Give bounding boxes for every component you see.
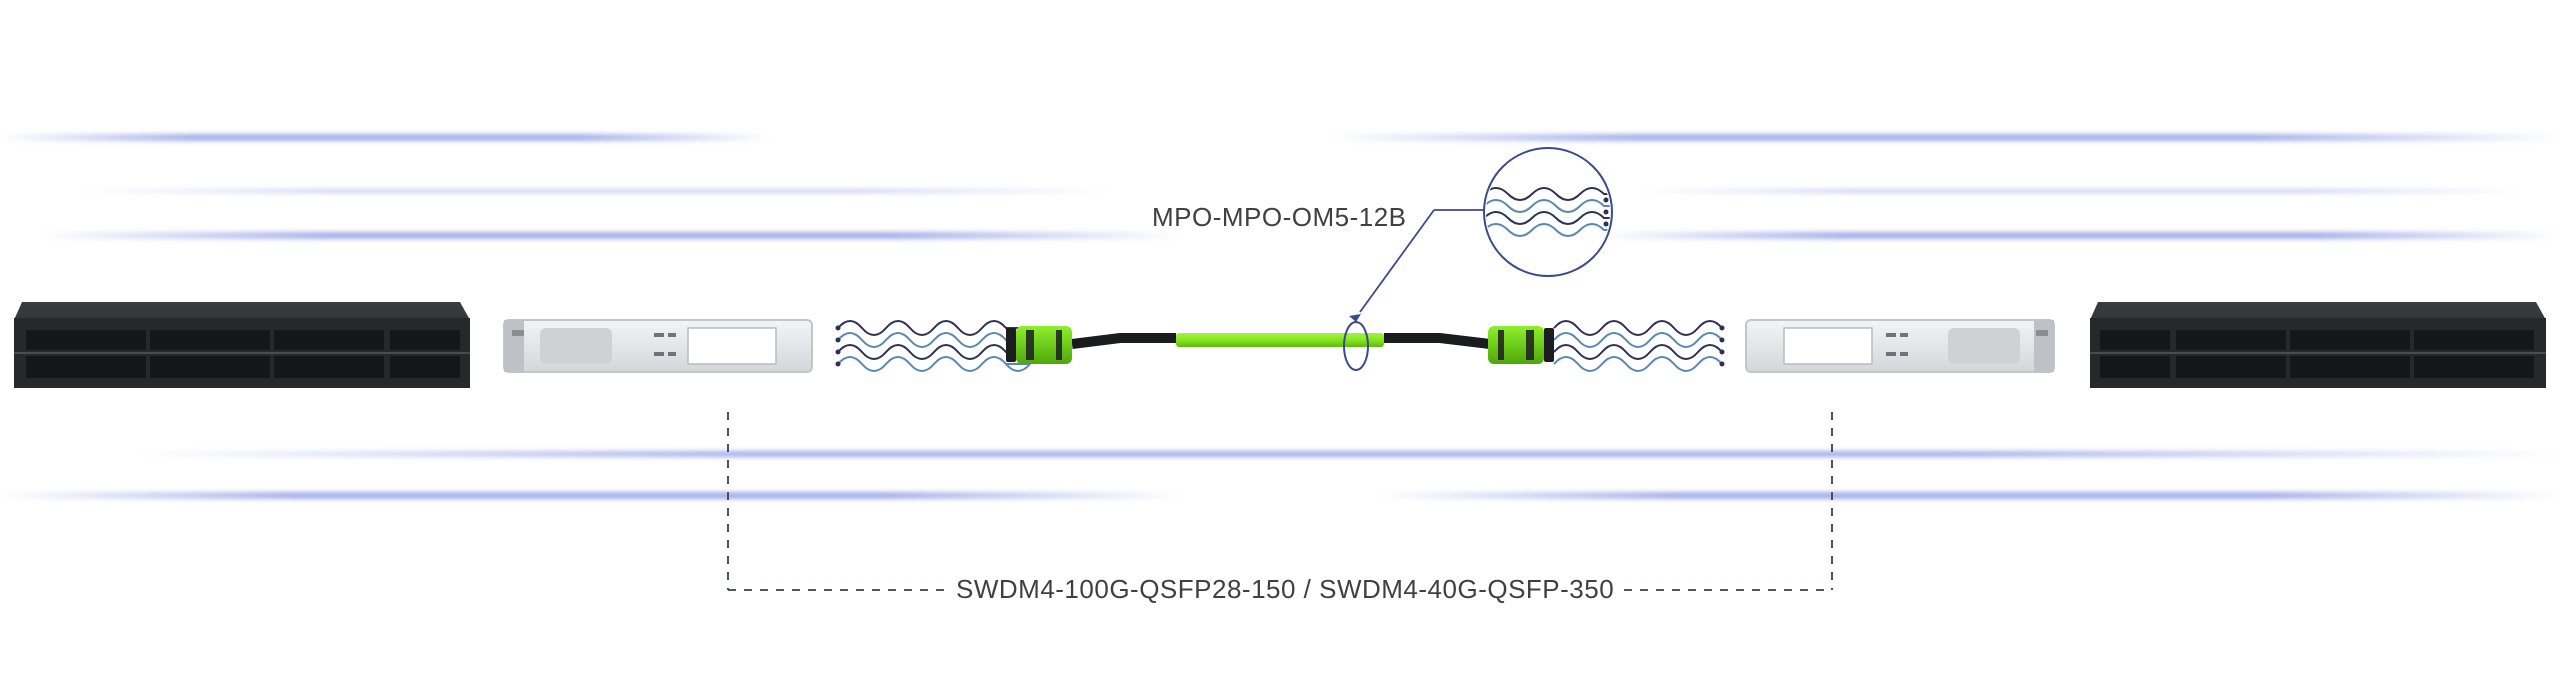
left-mpo-connector (1006, 328, 1016, 362)
right-wave-icon (1553, 320, 1725, 372)
streak (1330, 134, 2560, 141)
streak (1640, 189, 2520, 193)
streak (1380, 492, 2560, 499)
streak (80, 189, 1110, 193)
streak (40, 232, 1180, 239)
streak (140, 451, 2560, 457)
module-bracket (727, 412, 1833, 591)
right-switch-icon (2090, 302, 2546, 388)
mpo-cable-icon (1006, 326, 1554, 364)
left-switch-icon (14, 302, 470, 388)
cable-callout (1343, 209, 1486, 371)
streak (0, 134, 770, 141)
right-qsfp-module-icon (1745, 319, 2055, 373)
right-mpo-connector (1544, 328, 1554, 362)
module-label: SWDM4-100G-QSFP28-150 / SWDM4-40G-QSFP-3… (946, 574, 1625, 605)
background-streaks (0, 134, 2560, 499)
magnifier-circle-icon (1483, 147, 1613, 277)
streak (1600, 232, 2560, 239)
cable-label: MPO-MPO-OM5-12B (1152, 202, 1407, 232)
left-qsfp-module-icon (503, 319, 813, 373)
left-wave-icon (835, 320, 1033, 372)
streak (0, 492, 1180, 499)
